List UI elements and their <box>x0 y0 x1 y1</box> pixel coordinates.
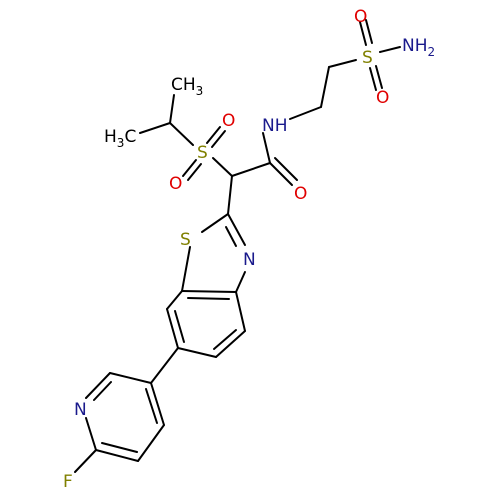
atom-o-sulfone-left: O <box>169 174 182 194</box>
bond-carbonyl-ch <box>231 162 271 177</box>
bond-s-o-bottom-2 <box>375 65 383 89</box>
bond-py-c2-n1 <box>85 372 111 399</box>
bond-s1-c7a <box>181 246 191 292</box>
bond-c2-n3-inner <box>225 226 237 247</box>
atom-nh2-sulfonamide: NH2 <box>402 36 435 59</box>
bond-ch-s-sulfone <box>212 157 233 177</box>
bond-c2-s1 <box>201 213 229 233</box>
bond-isopropyl-ch3-top <box>169 94 175 124</box>
atom-n-pyridine: N <box>74 400 87 420</box>
bond-s-o-bottom <box>369 67 377 91</box>
bond-carbonyl-o <box>269 162 293 186</box>
bond-c-f <box>74 449 97 473</box>
bond-s-isopropyl <box>169 122 194 146</box>
bond-s-o-sulfone-right-2 <box>211 130 226 148</box>
bond-s-o-sulfone-left <box>182 159 197 177</box>
bond-s-nh2 <box>379 46 401 53</box>
bond-py-n1-c6 <box>85 417 97 451</box>
atom-s-thiazole: S <box>180 230 191 250</box>
bond-c2-n3 <box>227 213 246 246</box>
bond-py-c4-c3-inner <box>145 388 158 424</box>
atom-n-thiazole: N <box>243 250 256 270</box>
bond-c4-c5 <box>215 330 246 358</box>
bond-py-c5-c4 <box>137 424 165 462</box>
bond-carbonyl-o-2 <box>274 157 298 181</box>
atom-s-sulfone: S <box>197 143 208 163</box>
bond-c4-c5-inner <box>213 329 237 350</box>
atom-h3c-left: H3C <box>104 127 136 150</box>
atom-s-sulfonamide: S <box>362 48 373 68</box>
bond-c3a-c7a <box>181 290 237 293</box>
bond-c6-c7 <box>166 308 179 349</box>
bond-s-o-sulfone-right <box>206 126 221 144</box>
atom-o-sulfone-right: O <box>222 111 235 131</box>
bond-nh-carbonyl <box>262 132 271 164</box>
bond-c5-c6 <box>177 347 217 358</box>
bond-py-c2-n1-inner <box>93 381 112 401</box>
atom-f-fluorine: F <box>63 472 73 492</box>
bond-s-o-top-2 <box>365 19 373 44</box>
bond-c3a-c4 <box>235 291 246 332</box>
bond-benzo-pyridine <box>150 347 179 384</box>
bond-isopropyl-ch3-left <box>139 122 171 134</box>
atom-o-sulfonamide-bottom: O <box>376 88 389 108</box>
bond-ch2-ch2 <box>320 66 330 108</box>
bond-py-c4-c3 <box>150 382 165 426</box>
bond-ch-thiazole <box>227 175 233 215</box>
bond-s-o-top <box>359 21 367 46</box>
atom-label-layer: O S NH2 O CH3 H3C NH O S O O S N N F <box>63 7 435 492</box>
bond-ch2-s <box>328 59 357 68</box>
bond-c7-c7a <box>166 290 183 310</box>
atom-o-sulfonamide-top: O <box>354 7 367 27</box>
bond-n3-c3a <box>235 271 246 293</box>
bond-c3a-c7a-inner <box>187 297 230 300</box>
bond-c6-c7-inner <box>174 310 185 343</box>
atom-o-amide: O <box>294 184 307 204</box>
bond-py-c3-c2 <box>109 372 152 384</box>
bond-layer <box>74 19 401 473</box>
bond-py-c6-c5-inner <box>101 442 138 453</box>
bond-s-o-sulfone-left-2 <box>187 163 202 181</box>
atom-nh-amide: NH <box>262 116 288 136</box>
atom-ch3-top: CH3 <box>171 75 203 98</box>
bond-ch2-nh <box>289 106 322 120</box>
bond-py-c6-c5 <box>95 449 139 462</box>
